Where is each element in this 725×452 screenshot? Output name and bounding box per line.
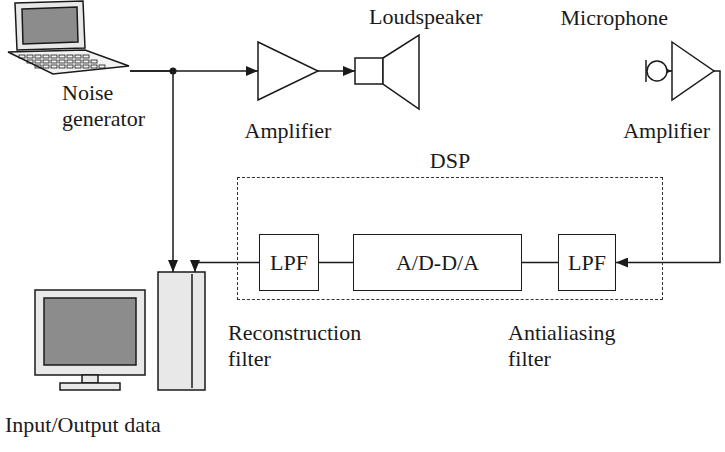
microphone-diaphragm xyxy=(645,60,647,82)
laptop-key xyxy=(35,60,41,63)
node-label: Amplifier xyxy=(623,118,710,144)
node-label: Input/Output data xyxy=(5,412,161,438)
laptop-key xyxy=(99,65,105,68)
microphone-shape xyxy=(642,59,668,83)
laptop-key xyxy=(75,65,81,68)
laptop-key xyxy=(43,60,49,63)
microphone: Microphone xyxy=(642,59,668,83)
monitor-frame xyxy=(35,290,145,375)
signal-wire xyxy=(130,71,173,272)
laptop-key xyxy=(83,60,89,63)
noise-generator: Noise generator xyxy=(5,0,130,76)
node-label: DSP xyxy=(430,148,470,174)
node-label: LPF xyxy=(270,250,308,276)
computer: Input/Output data xyxy=(30,272,208,392)
filter-label: Reconstruction filter xyxy=(228,320,378,372)
laptop-key xyxy=(51,60,57,63)
laptop-key xyxy=(59,60,65,63)
laptop-key xyxy=(67,65,73,68)
converter-box: A/D-D/A xyxy=(353,234,522,291)
amplifier-symbol xyxy=(258,42,318,100)
microphone-capsule xyxy=(647,61,667,81)
node-label: Loudspeaker xyxy=(369,4,483,30)
node-label: LPF xyxy=(568,250,606,276)
amplifier: Amplifier xyxy=(672,42,714,100)
speaker-magnet xyxy=(355,58,383,84)
noise-generator-shape xyxy=(5,0,130,76)
junction-dot xyxy=(170,68,177,75)
laptop-key xyxy=(43,55,49,58)
amplifier-shape xyxy=(672,42,714,100)
signal-wire xyxy=(522,262,558,264)
laptop-key xyxy=(27,55,33,58)
laptop-lid xyxy=(15,1,85,50)
laptop-key xyxy=(75,60,81,63)
node-label: Microphone xyxy=(560,5,668,31)
monitor-neck xyxy=(82,375,98,383)
speaker-cone xyxy=(383,35,419,109)
laptop-key xyxy=(91,60,97,63)
tower-edge xyxy=(191,274,193,388)
amplifier-symbol xyxy=(672,42,714,100)
laptop-key xyxy=(83,65,89,68)
laptop-key xyxy=(67,55,73,58)
laptop-key xyxy=(67,60,73,63)
laptop-key xyxy=(27,60,33,63)
signal-wire xyxy=(195,263,259,273)
monitor-screen xyxy=(44,298,136,365)
filter-label: Antialiasing filter xyxy=(508,320,643,372)
signal-wire xyxy=(318,70,355,72)
laptop-key xyxy=(19,55,25,58)
node-label: A/D-D/A xyxy=(396,250,479,276)
amplifier: Amplifier xyxy=(258,42,318,100)
antialiasing-lpf: LPF xyxy=(558,234,616,291)
laptop-key xyxy=(51,65,57,68)
laptop-key xyxy=(35,65,41,68)
laptop-key xyxy=(43,65,49,68)
laptop-key xyxy=(75,55,81,58)
loudspeaker: Loudspeaker xyxy=(355,34,421,110)
computer-shape xyxy=(30,272,208,392)
laptop-keyboard xyxy=(8,50,129,74)
computer-tower xyxy=(158,272,205,390)
loudspeaker-shape xyxy=(355,34,421,110)
signal-wire xyxy=(319,262,353,264)
laptop-key xyxy=(59,55,65,58)
laptop-key xyxy=(91,65,97,68)
dsp-board: DSPLPFA/D-D/ALPF xyxy=(237,177,663,300)
monitor-base xyxy=(60,383,120,390)
laptop-key xyxy=(35,55,41,58)
laptop-key xyxy=(59,65,65,68)
node-label: Amplifier xyxy=(245,118,332,144)
laptop-key xyxy=(51,55,57,58)
reconstruction-lpf: LPF xyxy=(259,234,319,291)
laptop-screen xyxy=(22,7,78,44)
laptop-key xyxy=(83,55,89,58)
node-label: Noise generator xyxy=(62,80,157,132)
amplifier-shape xyxy=(258,42,318,100)
signal-wire xyxy=(616,71,720,263)
